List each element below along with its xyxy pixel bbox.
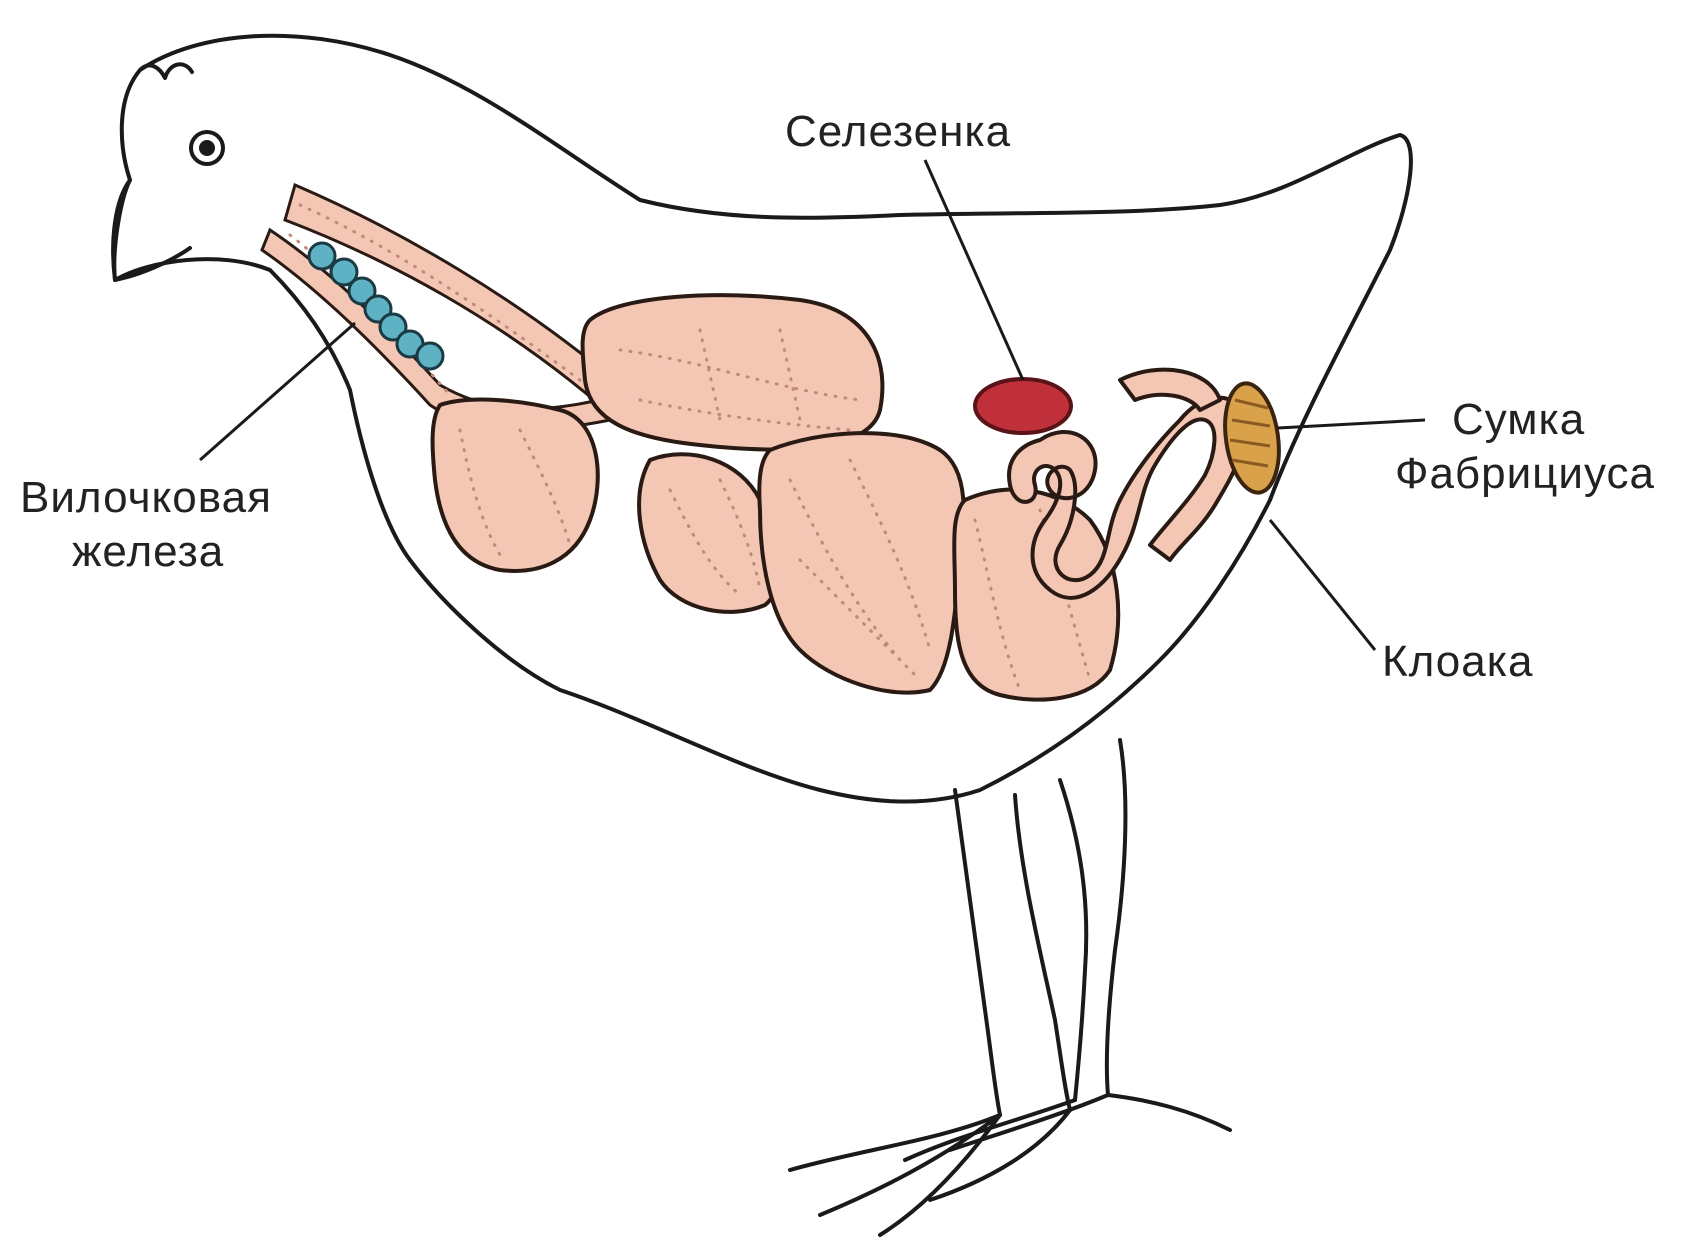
right-foot [905,1095,1230,1160]
right-leg-back [1107,740,1126,1095]
thymus-label-line2: железа [72,527,224,576]
spleen [975,379,1071,433]
liver [639,454,778,612]
bursa-label: Сумка [1452,395,1585,444]
intestine-block [954,490,1118,700]
cloaca-label: Клоака [1382,637,1533,686]
crop [433,400,598,571]
bursa-leader-line [1278,420,1425,428]
thymus-leader-line [200,323,355,460]
left-leg-back [1015,795,1070,1110]
thymus-lobe [309,243,335,269]
eye-pupil [199,140,215,156]
gizzard [759,433,963,693]
cloaca-leader-line [1270,520,1375,650]
thymus-lobe [417,343,443,369]
spleen-label: Селезенка [785,107,1011,156]
right-leg [1060,780,1086,1100]
thymus-label: Вилочковая [20,473,272,522]
head-crest [140,64,192,78]
intestine-loop-upper [1120,370,1220,410]
spleen-leader-line [925,160,1023,380]
bursa-label-line2: Фабрициуса [1395,449,1655,498]
lung [583,295,883,449]
left-foot [790,1110,1070,1235]
left-leg [955,790,1000,1115]
